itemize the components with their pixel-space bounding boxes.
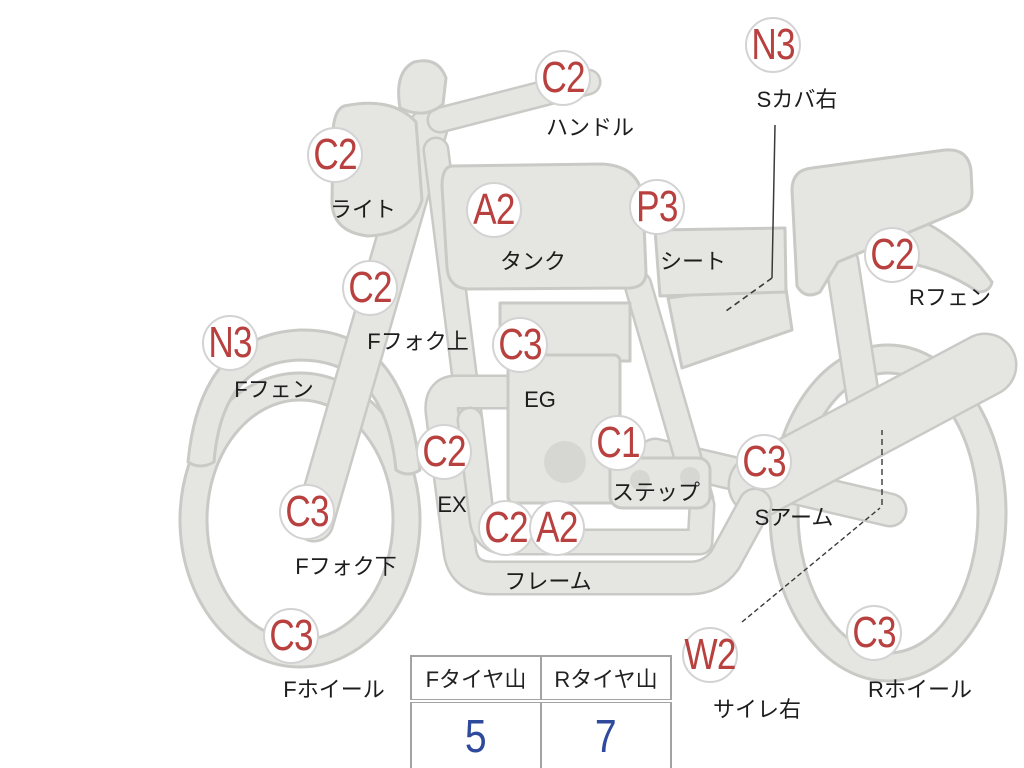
- seat-base: [653, 226, 788, 298]
- grade-badge-side-cover-right: N3: [745, 17, 801, 73]
- rear-tread-value: 7: [595, 709, 617, 762]
- part-label-engine: EG: [524, 387, 556, 412]
- seat: [790, 148, 974, 297]
- grade-code: N3: [208, 318, 252, 367]
- grade-badge-rear-fender: C2: [864, 227, 920, 283]
- grade-badge-seat: P3: [629, 179, 685, 235]
- grade-code: C2: [348, 263, 392, 312]
- grade-badge-engine: C3: [492, 317, 548, 373]
- part-label-front-fork-lower: Fフォク下: [295, 554, 397, 579]
- footpeg-bolt: [630, 470, 650, 490]
- grade-code: W2: [684, 630, 736, 679]
- part-label-front-fork-upper: Fフォク上: [367, 329, 469, 354]
- grade-badge-swingarm: C3: [736, 434, 792, 490]
- grade-badge-silencer-right: W2: [682, 627, 738, 683]
- tire-tread-value-row: 5 7: [410, 700, 672, 768]
- grade-code: C2: [541, 53, 585, 102]
- exhaust-pipe: [424, 374, 773, 596]
- footpeg-bolt: [680, 467, 700, 487]
- grade-code: C3: [852, 608, 896, 657]
- part-label-seat: シート: [659, 249, 727, 274]
- grade-code: C3: [742, 437, 786, 486]
- tire-tread-table: Fタイヤ山 Rタイヤ山 5 7: [410, 655, 672, 768]
- side-cover-leader-dashed: [725, 277, 773, 312]
- grade-badge-front-fender: N3: [202, 315, 258, 371]
- front-tread-header: Fタイヤ山: [410, 655, 542, 703]
- grade-badge-frame-second: A2: [529, 500, 585, 556]
- grade-code: C2: [484, 503, 528, 552]
- grade-badge-front-fork-upper: C2: [342, 260, 398, 316]
- rear-wheel: [768, 343, 1008, 683]
- part-label-rear-wheel: Rホイール: [868, 677, 972, 702]
- silencer: [727, 332, 1018, 518]
- grade-badge-front-fork-lower: C3: [279, 484, 335, 540]
- part-label-front-wheel: Fホイール: [283, 677, 385, 702]
- grade-code: A2: [536, 503, 578, 552]
- silencer-leader-dashed: [741, 507, 881, 623]
- rear-tread-header: Rタイヤ山: [540, 655, 672, 703]
- part-label-silencer-right: サイレ右: [712, 697, 802, 722]
- part-label-headlight: ライト: [329, 197, 397, 222]
- part-label-frame: フレーム: [504, 569, 592, 594]
- meter: [397, 59, 448, 115]
- part-label-tank: タンク: [499, 249, 567, 274]
- engine-cover: [544, 441, 586, 483]
- front-wheel: [178, 371, 422, 669]
- grade-badge-handlebar: C2: [535, 50, 591, 106]
- grade-badge-rear-wheel: C3: [846, 605, 902, 661]
- grade-code: C3: [498, 320, 542, 369]
- grade-code: C2: [870, 230, 914, 279]
- rear-tread-cell: 7: [540, 700, 672, 768]
- grade-code: C1: [596, 418, 640, 467]
- grade-code: C2: [313, 130, 357, 179]
- grade-badge-tank: A2: [466, 182, 522, 238]
- grade-code: A2: [473, 185, 515, 234]
- front-tread-cell: 5: [410, 700, 542, 768]
- side-cover-leader-line: [771, 124, 776, 279]
- grade-badge-front-wheel: C3: [263, 608, 319, 664]
- grade-badge-frame-first: C2: [478, 500, 534, 556]
- front-tread-value: 5: [465, 709, 487, 762]
- grade-code: C2: [422, 427, 466, 476]
- part-label-exhaust: EX: [437, 492, 467, 517]
- grade-code: C3: [269, 611, 313, 660]
- grade-badge-headlight: C2: [307, 127, 363, 183]
- part-label-rear-fender: Rフェン: [909, 285, 991, 310]
- grade-code: P3: [636, 182, 678, 231]
- grade-code: C3: [285, 487, 329, 536]
- tire-tread-header-row: Fタイヤ山 Rタイヤ山: [410, 655, 672, 703]
- part-label-side-cover-right: Sカバ右: [756, 87, 838, 112]
- part-label-handlebar: ハンドル: [545, 115, 635, 140]
- part-label-swingarm: Sアーム: [754, 505, 834, 530]
- part-label-footpeg: ステップ: [611, 480, 701, 505]
- grade-badge-footpeg: C1: [590, 415, 646, 471]
- part-label-front-fender: Fフェン: [234, 377, 314, 402]
- grade-code: N3: [751, 20, 795, 69]
- grade-badge-exhaust: C2: [416, 424, 472, 480]
